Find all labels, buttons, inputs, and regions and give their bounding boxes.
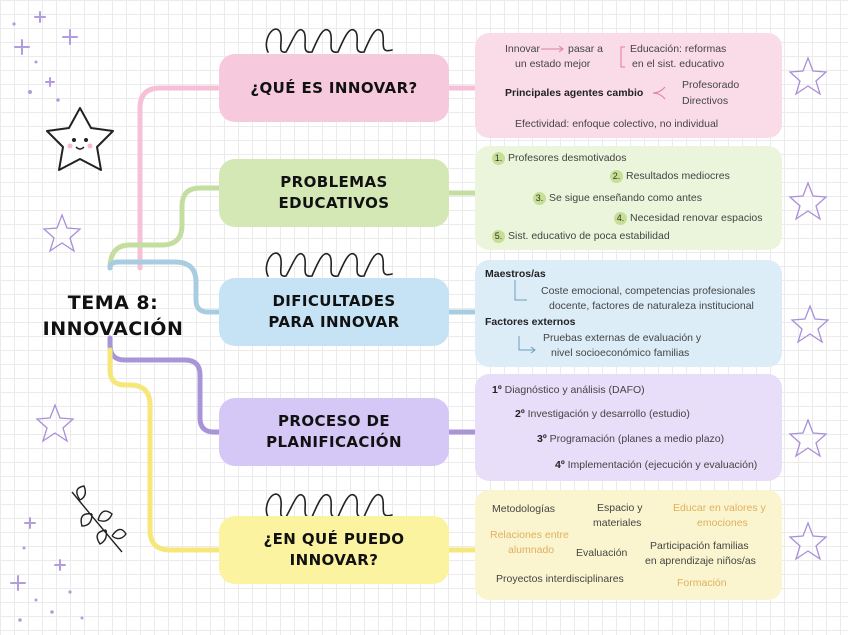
text-principales-agentes: Principales agentes cambio [505, 87, 643, 99]
problem-item: 4.Necesidad renovar espacios [614, 212, 763, 225]
star-icon [37, 405, 73, 441]
branch-title: PROBLEMAS [280, 172, 387, 193]
central-topic: TEMA 8: INNOVACIÓN [18, 290, 208, 342]
star-icon [792, 306, 828, 342]
branch-title: INNOVAR? [290, 550, 379, 571]
step-item: 1º Diagnóstico y análisis (DAFO) [492, 384, 645, 396]
problem-item: 2.Resultados mediocres [610, 170, 730, 183]
problem-item: 3.Se sigue enseñando como antes [533, 192, 702, 205]
detail-box-en-que-innovar: Metodologías Espacio y materiales Educar… [475, 490, 782, 600]
branch-title: ¿EN QUÉ PUEDO [264, 529, 405, 550]
branch-proceso-planificacion: PROCESO DE PLANIFICACIÓN [219, 398, 449, 466]
spring-doodle-1 [266, 29, 392, 52]
branch-title: PROCESO DE [278, 411, 390, 432]
text-educar-valores: Educar en valores y [673, 502, 766, 514]
leaf-branch-icon [72, 486, 126, 552]
central-title-line: INNOVACIÓN [18, 316, 208, 342]
branch-title: PARA INNOVAR [268, 312, 399, 333]
text-coste-emocional: Coste emocional, competencias profesiona… [541, 285, 755, 297]
text-aprendizaje: en aprendizaje niños/as [645, 555, 756, 567]
smiling-star-icon [47, 108, 113, 170]
branch-title: DIFICULTADES [272, 291, 395, 312]
text-proyectos: Proyectos interdisciplinares [496, 573, 624, 585]
text-estado-mejor: un estado mejor [515, 58, 590, 70]
step-item: 4º Implementación (ejecución y evaluació… [555, 459, 757, 471]
detail-box-que-es-innovar: Innovar pasar a un estado mejor Educació… [475, 33, 782, 138]
step-item: 3º Programación (planes a medio plazo) [537, 433, 724, 445]
branch-problemas-educativos: PROBLEMAS EDUCATIVOS [219, 159, 449, 227]
star-icon [790, 523, 826, 559]
text-materiales: materiales [593, 517, 641, 529]
text-relaciones: Relaciones entre [490, 529, 569, 541]
star-icon [790, 58, 826, 94]
problem-item: 1.Profesores desmotivados [492, 152, 626, 165]
text-metodologias: Metodologías [492, 503, 555, 515]
star-icon [790, 420, 826, 456]
text-efectividad: Efectividad: enfoque colectivo, no indiv… [515, 118, 718, 130]
detail-box-planificacion: 1º Diagnóstico y análisis (DAFO) 2º Inve… [475, 374, 782, 481]
text-innovar: Innovar [505, 43, 540, 55]
connector-pink [140, 88, 221, 268]
text-alumnado: alumnado [508, 544, 554, 556]
detail-box-dificultades: Maestros/as Coste emocional, competencia… [475, 260, 782, 367]
text-maestros: Maestros/as [485, 268, 546, 280]
connector-green [110, 188, 221, 268]
star-icon [790, 183, 826, 219]
branch-dificultades: DIFICULTADES PARA INNOVAR [219, 278, 449, 346]
text-evaluacion: Evaluación [576, 547, 627, 559]
detail-box-problemas: 1.Profesores desmotivados 2.Resultados m… [475, 146, 782, 250]
text-formacion: Formación [677, 577, 727, 589]
text-factores-externos: Factores externos [485, 316, 575, 328]
branch-title: EDUCATIVOS [278, 193, 389, 214]
spring-doodle-3 [266, 494, 392, 517]
star-icon [44, 215, 80, 251]
text-pruebas-externas: Pruebas externas de evaluación y [543, 332, 701, 344]
branch-title: PLANIFICACIÓN [266, 432, 402, 453]
text-espacio: Espacio y [597, 502, 643, 514]
problem-item: 5.Sist. educativo de poca estabilidad [492, 230, 670, 243]
branch-que-es-innovar: ¿QUÉ ES INNOVAR? [219, 54, 449, 122]
text-participacion: Participación familias [650, 540, 749, 552]
text-nivel-socioeconomico: nivel socioeconómico familias [551, 347, 689, 359]
text-educacion-reformas: Educación: reformas [630, 43, 726, 55]
branch-en-que-innovar: ¿EN QUÉ PUEDO INNOVAR? [219, 516, 449, 584]
branch-title: ¿QUÉ ES INNOVAR? [250, 78, 417, 99]
spring-doodle-2 [266, 253, 392, 276]
text-pasar-a: pasar a [568, 43, 603, 55]
text-directivos: Directivos [682, 95, 728, 107]
text-docente-factores: docente, factores de naturaleza instituc… [549, 300, 754, 312]
step-item: 2º Investigación y desarrollo (estudio) [515, 408, 690, 420]
text-sist-educativo: en el sist. educativo [632, 58, 724, 70]
text-emociones: emociones [697, 517, 748, 529]
central-title-line: TEMA 8: [18, 290, 208, 316]
text-profesorado: Profesorado [682, 79, 739, 91]
connector-yellow [110, 350, 221, 550]
